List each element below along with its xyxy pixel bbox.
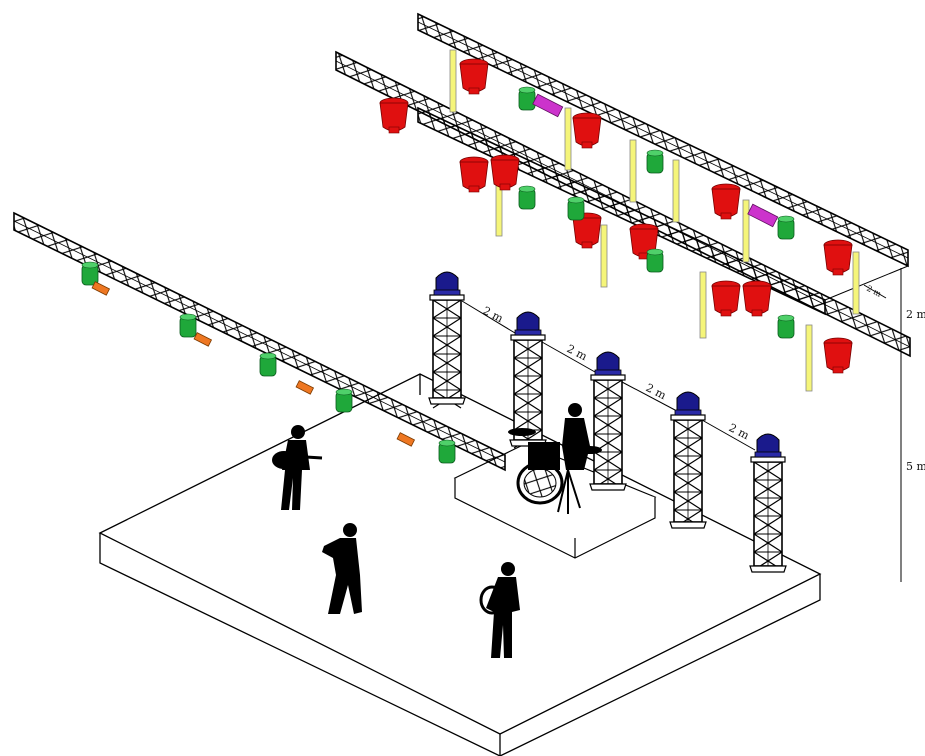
green-wash-light-icon bbox=[259, 352, 277, 377]
red-spotlight-icon bbox=[490, 154, 520, 191]
tower-truss bbox=[749, 433, 787, 573]
orange-strobe-icon bbox=[295, 380, 315, 395]
orange-strobe-icon bbox=[193, 332, 213, 347]
orange-strobe-icon bbox=[91, 281, 111, 296]
green-wash-light-icon bbox=[777, 215, 795, 240]
dim-side-height: 2 m bbox=[906, 308, 925, 321]
tower-truss bbox=[509, 311, 547, 449]
orange-strobes bbox=[91, 281, 416, 447]
blue-moving-head-icon bbox=[514, 311, 542, 336]
truss-connector bbox=[824, 265, 909, 301]
blue-moving-head-icon bbox=[433, 271, 461, 296]
red-spotlight-icon bbox=[459, 156, 489, 193]
green-wash-light-icon bbox=[81, 261, 99, 286]
performer-silhouette-icon bbox=[272, 425, 323, 510]
left-truss bbox=[13, 211, 506, 472]
magenta-led-bar-icon bbox=[532, 93, 564, 118]
dimension-lines bbox=[863, 268, 902, 582]
green-wash-light-icon bbox=[646, 149, 664, 174]
performer-silhouette-icon bbox=[562, 403, 590, 470]
dim-small-label: 2 m bbox=[865, 284, 883, 299]
rear-truss-inner bbox=[417, 106, 826, 316]
performer-silhouette-icon bbox=[322, 523, 362, 614]
performers bbox=[272, 403, 602, 658]
red-spotlight-icon bbox=[379, 97, 409, 134]
orange-strobe-icon bbox=[396, 432, 416, 447]
red-spotlight-icon bbox=[823, 337, 853, 374]
performer-silhouette-icon bbox=[479, 562, 520, 658]
blue-moving-head-icon bbox=[674, 391, 702, 416]
tower-truss bbox=[428, 271, 466, 409]
red-spotlight-icon bbox=[572, 212, 602, 249]
blue-moving-head-icon bbox=[754, 433, 782, 458]
tower-truss bbox=[669, 391, 707, 529]
red-spotlight-icon bbox=[459, 58, 489, 95]
green-wash-light-icon bbox=[335, 388, 353, 413]
red-spotlight-icon bbox=[572, 112, 602, 149]
dim-truss-spacing-4: 2 m bbox=[727, 421, 752, 442]
green-wash-light-icon bbox=[777, 314, 795, 339]
main-stage-platform bbox=[98, 373, 822, 756]
green-wash-light-icon bbox=[518, 185, 536, 210]
tower-span-lines bbox=[461, 300, 756, 451]
dim-truss-spacing-1: 2 m bbox=[481, 304, 506, 325]
tower-truss bbox=[589, 351, 627, 491]
red-spotlights bbox=[379, 58, 853, 374]
drum-kit-icon bbox=[508, 428, 602, 514]
green-wash-light-icon bbox=[646, 248, 664, 273]
tower-trusses bbox=[428, 271, 787, 573]
green-wash-light-icon bbox=[179, 313, 197, 338]
hanger-rods bbox=[449, 49, 860, 392]
red-spotlight-icon bbox=[711, 183, 741, 220]
green-wash-lights bbox=[81, 86, 795, 464]
red-spotlight-icon bbox=[711, 280, 741, 317]
green-wash-light-icon bbox=[438, 439, 456, 464]
dim-truss-spacing-3: 2 m bbox=[644, 381, 669, 402]
dim-total-height: 5 m bbox=[906, 460, 925, 473]
dim-truss-spacing-2: 2 m bbox=[565, 342, 590, 363]
red-spotlight-icon bbox=[823, 239, 853, 276]
magenta-led-bar-icon bbox=[747, 203, 779, 228]
blue-moving-head-icon bbox=[594, 351, 622, 376]
green-wash-light-icon bbox=[518, 86, 536, 111]
red-spotlight-icon bbox=[742, 280, 772, 317]
green-wash-light-icon bbox=[567, 196, 585, 221]
magenta-led-bars bbox=[532, 93, 779, 228]
